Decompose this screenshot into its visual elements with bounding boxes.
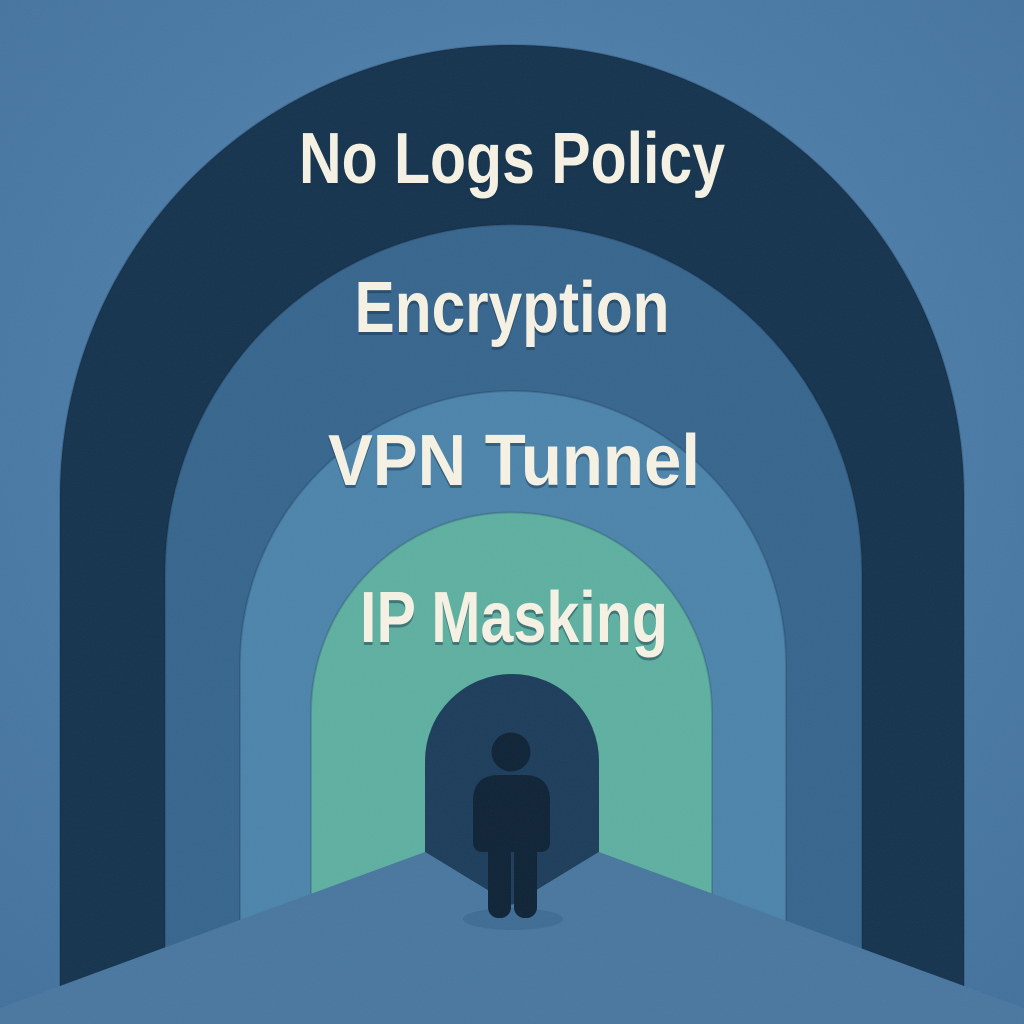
grain-texture-overlay bbox=[0, 0, 1024, 1024]
vpn-layers-illustration: No Logs Policy Encryption VPN Tunnel IP … bbox=[0, 0, 1024, 1024]
